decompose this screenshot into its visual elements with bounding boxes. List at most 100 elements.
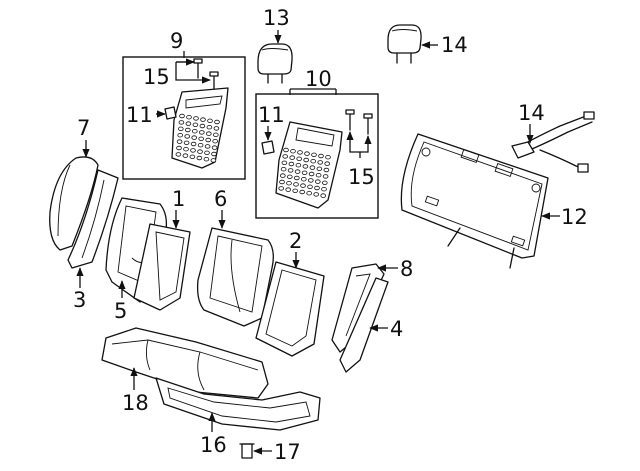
perforation-dot [278,186,285,191]
perforation-dot [182,153,189,158]
perforation-dot [321,186,327,192]
callout-4: 4 [390,317,403,341]
perforation-dot [175,152,182,157]
perforation-dot [289,155,296,160]
perforation-dot [279,179,285,185]
callout-3: 3 [73,288,86,312]
perforation-dot [285,187,292,192]
perforation-dot [210,158,217,163]
perforation-dot [301,170,308,175]
perforation-dot [214,119,220,125]
perforation-dot [293,182,299,187]
perforation-dot [186,114,192,120]
callout-2: 2 [289,229,302,253]
callout-14-center: 13 [263,6,290,30]
perforation-dot [279,173,286,178]
seat-cushion-frame [155,377,321,431]
inset-box-right [255,93,379,219]
perforation-dot [190,141,197,147]
callout-11-right: 11 [258,103,285,127]
perforation-dot [206,131,212,136]
perforation-dot [311,152,317,157]
perforation-dot [314,185,320,191]
trim-clip-left [164,106,177,120]
perforation-dot [211,151,217,157]
perforation-dot [192,128,198,134]
perforation-dot [193,116,199,121]
callout-11-left: 11 [126,103,153,127]
callout-13: 14 [518,101,545,125]
callout-15-right: 15 [348,165,375,189]
callout-12: 12 [561,205,588,229]
perforation-dot [313,192,320,197]
seatback-frame-panel-right [275,121,343,209]
perforation-dot [299,189,306,195]
seatback-cushion-center [196,227,274,327]
perforation-dot [316,166,323,171]
perforation-dot [307,184,313,189]
seatback-frame-center [255,261,325,357]
perforation-dot [324,161,331,166]
perforation-dot [183,146,189,152]
perforation-dot [286,174,293,179]
perforation-dot [300,183,306,188]
seatback-frame-panel-left [171,87,229,169]
perforation-dot [300,176,307,182]
callout-17: 17 [274,440,301,464]
perforation-dot [292,188,299,193]
perforation-dot [309,165,316,170]
perforation-dot [213,126,220,131]
perforation-dot [297,150,303,155]
callout-9: 9 [170,29,183,53]
headrest-center [257,43,293,84]
perforation-dot [206,124,213,130]
seatback-frame-left [133,223,191,311]
perforation-dot [198,136,205,141]
retainer-clip [239,443,255,459]
perforation-dot [293,175,300,181]
perforation-dot [283,147,289,153]
perforation-dot [192,122,199,127]
perforation-dot [190,148,196,153]
perforation-dot [213,132,219,137]
perforation-dot [189,154,196,159]
perforation-dot [178,120,185,125]
perforation-dot [204,144,211,149]
headrest-side [387,24,422,64]
perforation-dot [281,160,288,165]
seat-cushion [101,327,269,399]
perforation-dot [204,150,210,155]
perforation-dot [310,158,317,164]
perforation-dot [191,135,198,140]
perforation-dot [321,180,328,185]
perforation-dot [306,190,313,196]
perforation-dot [200,117,206,122]
callout-10: 10 [305,67,332,91]
callout-15-left: 15 [143,65,170,89]
perforation-dot [199,130,205,135]
bolt-pair-left [193,58,219,90]
perforation-dot [290,148,296,154]
perforation-dot [199,123,206,129]
perforation-dot [320,193,327,198]
perforation-dot [207,118,213,123]
perforation-dot [302,164,309,169]
side-bolster-frame [67,169,119,269]
perforation-dot [197,149,203,154]
callout-7: 7 [77,116,90,140]
callout-14-side: 14 [441,33,468,57]
leader-lines [76,30,560,455]
perforation-dot [288,161,295,167]
perforation-dot [325,154,331,160]
perforation-dot [308,171,315,177]
perforation-dot [295,162,302,168]
perforation-dot [315,172,322,178]
perforation-dot [196,155,203,161]
perforation-dot [287,168,294,173]
perforation-dot [211,145,218,150]
perforation-dot [307,178,314,183]
perforation-dot [205,137,212,143]
perforation-dot [184,134,191,139]
